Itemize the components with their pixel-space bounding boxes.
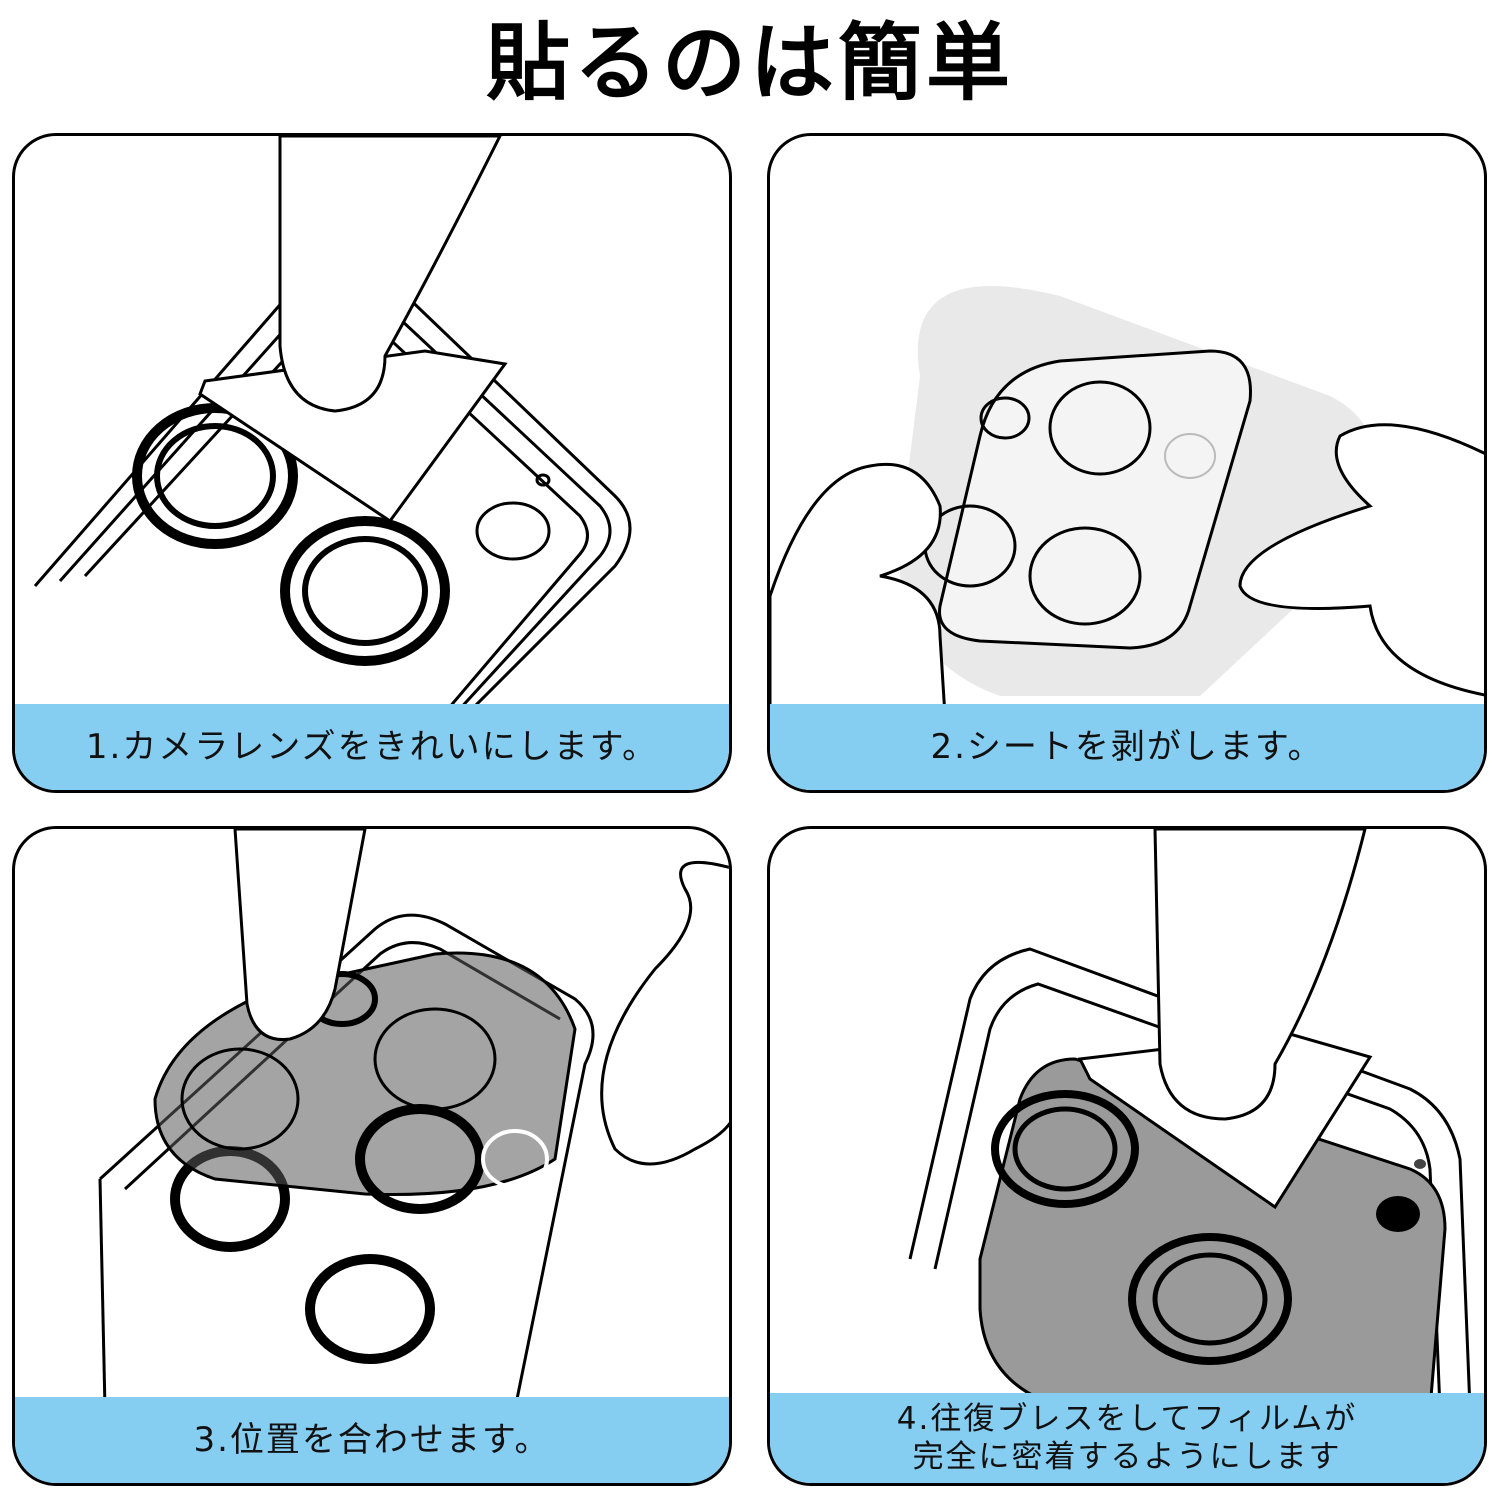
step-1-caption: 1.カメラレンズをきれいにします。	[15, 704, 729, 790]
step-4-caption-line2: 完全に密着するようにします	[913, 1438, 1342, 1476]
step-1-panel: 1.カメラレンズをきれいにします。	[12, 133, 732, 793]
step-2-illustration	[770, 136, 1487, 716]
step-2-panel: 2.シートを剥がします。	[767, 133, 1487, 793]
step-2-caption: 2.シートを剥がします。	[770, 704, 1484, 790]
hand-icon	[770, 464, 945, 716]
step-1-illustration	[15, 136, 732, 716]
camera-lens-icon	[285, 521, 445, 661]
hand-icon	[602, 862, 732, 1164]
step-3-caption: 3.位置を合わせます。	[15, 1397, 729, 1483]
step-4-illustration	[770, 829, 1487, 1409]
step-4-caption: 4.往復ブレスをしてフィルムが 完全に密着するようにします	[770, 1393, 1484, 1483]
step-3-panel: 3.位置を合わせます。	[12, 826, 732, 1486]
lens-protector-icon	[155, 953, 575, 1209]
flash-icon	[477, 503, 549, 559]
flash-icon	[1376, 1196, 1420, 1232]
step-4-panel: 4.往復ブレスをしてフィルムが 完全に密着するようにします	[767, 826, 1487, 1486]
page-title: 貼るのは簡単	[0, 8, 1500, 118]
step-3-illustration	[15, 829, 732, 1409]
step-4-caption-line1: 4.往復ブレスをしてフィルムが	[897, 1400, 1357, 1438]
